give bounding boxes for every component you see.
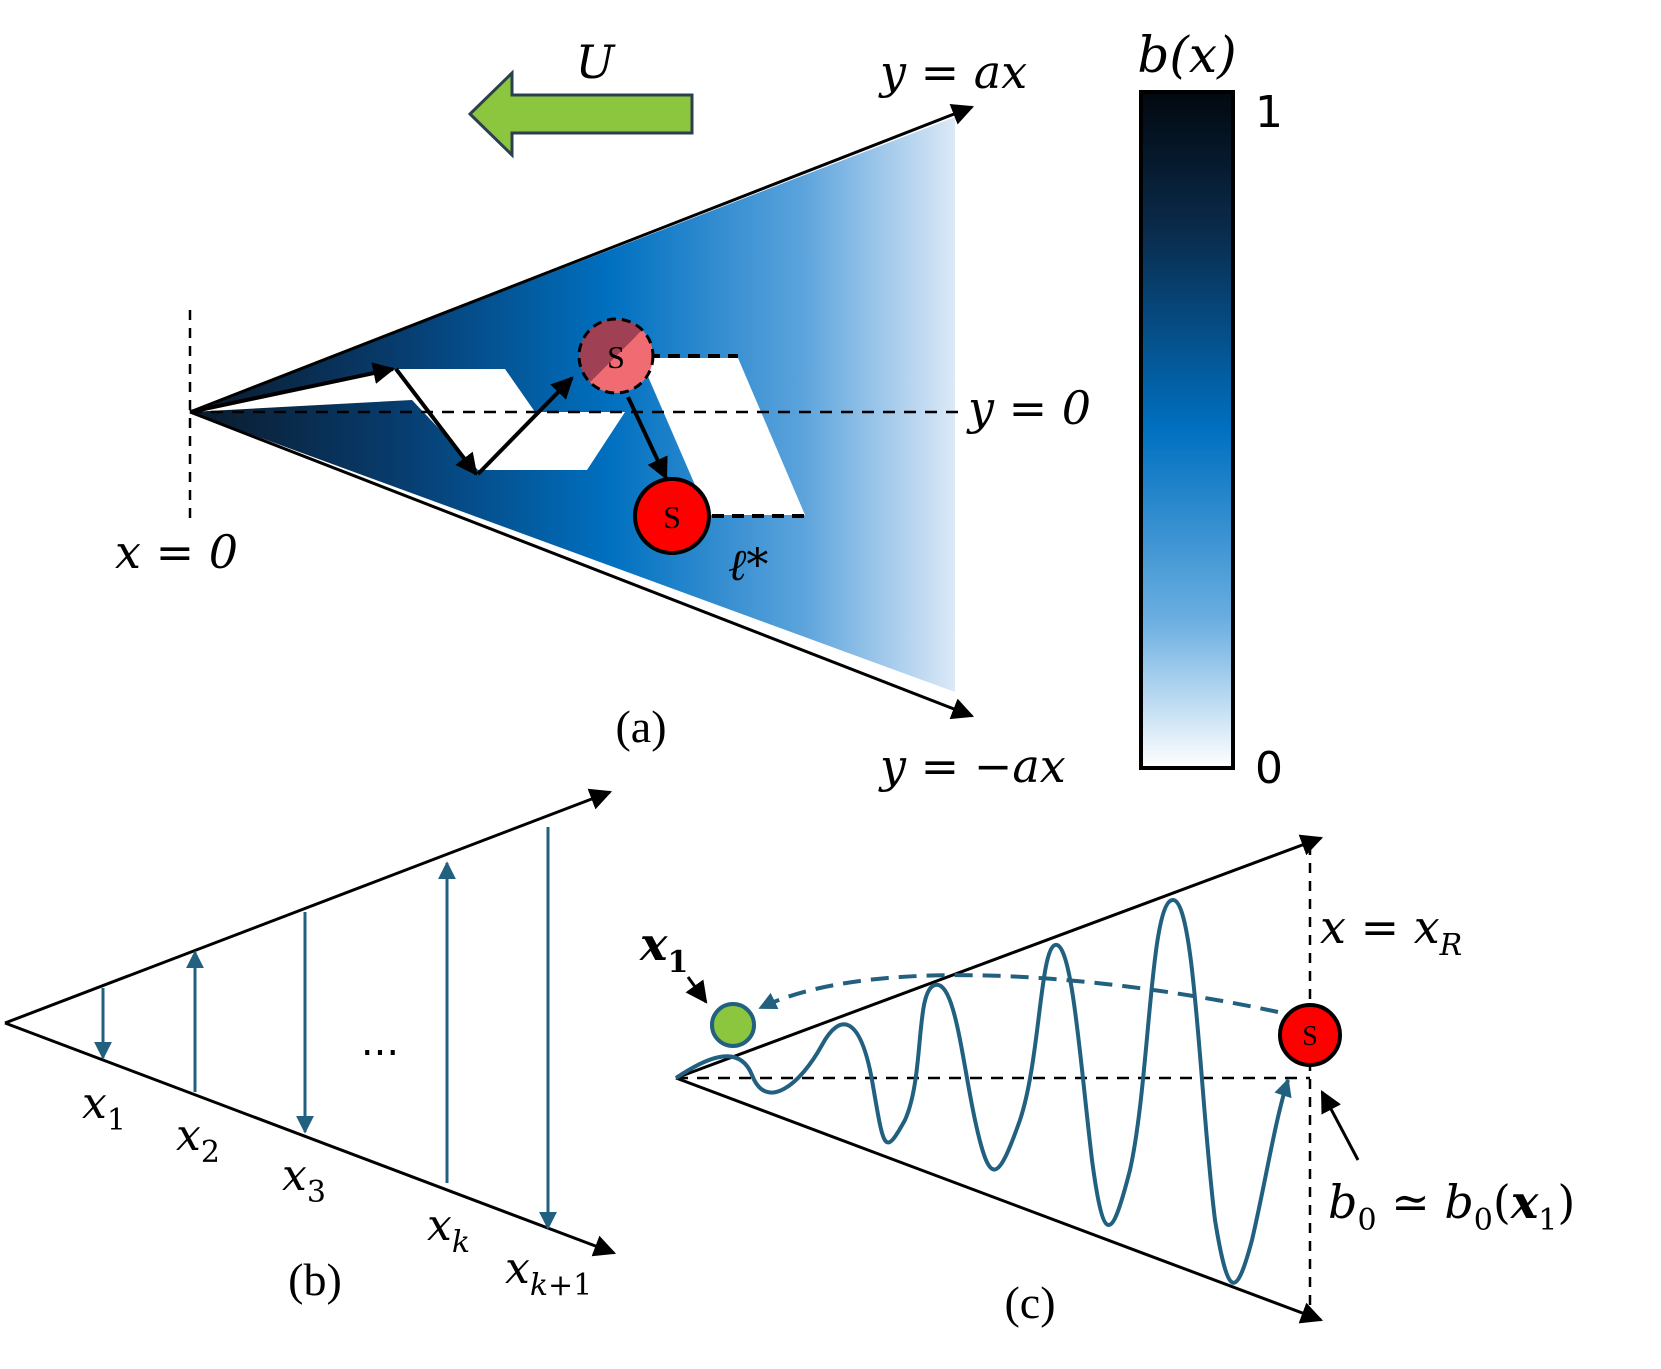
zigzag-trajectory (674, 897, 1292, 1285)
panel-a: S S U y = ax y = −ax y = 0 x = 0 ℓ* (a) (115, 35, 1091, 793)
colorbar-gradient (1139, 90, 1235, 770)
colorbar-min-label: 0 (1255, 743, 1283, 794)
sweep-ellipsis: ... (361, 1019, 399, 1065)
approx-label: b0 ≃ b0(x1) (1328, 1175, 1575, 1238)
cleared-track-region (190, 369, 625, 470)
ghost-source-symbol: S (607, 339, 625, 375)
panel-b-lower-boundary (4, 1021, 617, 1257)
boundary-label: x = xR (1320, 900, 1462, 963)
colorbar-title: b(x) (1137, 26, 1236, 84)
source-marker (633, 477, 711, 555)
panel-a-caption: (a) (615, 701, 666, 752)
source-symbol: S (663, 499, 681, 535)
panel-c-source-marker (1278, 1003, 1342, 1067)
colorbar: b(x) 1 0 (1137, 26, 1283, 794)
colorbar-max-label: 1 (1255, 87, 1283, 138)
wedge-concentration-field (190, 117, 955, 692)
flow-label: U (576, 35, 617, 89)
panel-b-upper-boundary (4, 788, 613, 1025)
flow-direction-arrow (467, 69, 694, 159)
panel-c: x1 S x = xR b0 ≃ b0(x1) (c) (639, 834, 1575, 1328)
length-label: ℓ* (728, 540, 768, 591)
target-label: x1 (639, 917, 688, 980)
lower-boundary-label: y = −ax (878, 739, 1066, 793)
ghost-source-marker (577, 317, 655, 395)
panel-c-upper-boundary (675, 834, 1324, 1080)
position-label-2: x2 (176, 1110, 220, 1170)
panel-b: ... x1 x2 x3 xk xk+1 (b) (4, 788, 617, 1305)
panel-b-search-arrows (94, 827, 557, 1230)
target-marker (710, 1002, 756, 1048)
panel-c-source-symbol: S (1302, 1021, 1318, 1052)
panel-c-lower-boundary (675, 1076, 1324, 1324)
position-label-3: x3 (282, 1150, 326, 1210)
centerline-label: y = 0 (966, 381, 1091, 435)
return-arc (758, 973, 1279, 1014)
position-label-k: xk (427, 1200, 470, 1260)
target-pointer (685, 976, 708, 1004)
panel-b-caption: (b) (288, 1254, 342, 1305)
approx-pointer (1320, 1090, 1360, 1161)
panel-c-caption: (c) (1004, 1277, 1055, 1328)
position-label-k1: xk+1 (505, 1243, 592, 1303)
lower-boundary-arrow (189, 410, 975, 720)
search-path (189, 362, 668, 480)
upper-boundary-arrow (189, 103, 975, 414)
cleared-parallelogram-region (640, 358, 805, 515)
origin-label: x = 0 (115, 525, 238, 579)
position-label-1: x1 (82, 1078, 126, 1138)
upper-boundary-label: y = ax (878, 45, 1027, 99)
